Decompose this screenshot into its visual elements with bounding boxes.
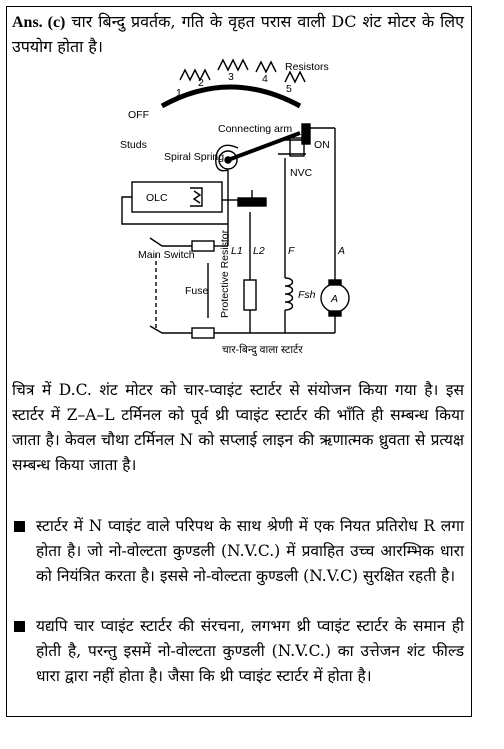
label-off: OFF: [128, 109, 149, 121]
label-protective-resistor: Protective Resistor: [219, 229, 231, 318]
label-l1: L1: [231, 245, 243, 257]
label-l2: L2: [253, 245, 265, 257]
bullet-text: यद्यपि चार प्वाइंट स्टार्टर की संरचना, ल…: [36, 617, 464, 685]
label-on: ON: [314, 139, 330, 151]
bullet-square-icon: [14, 621, 25, 632]
label-fsh: Fsh: [298, 289, 316, 301]
label-a: A: [337, 245, 345, 257]
four-point-starter-diagram: Resistors OFF Studs Connecting arm Spira…: [120, 58, 350, 357]
bullet-square-icon: [14, 521, 25, 532]
answer-line: Ans. (c) चार बिन्दु प्रवर्तक, गति के वृह…: [12, 10, 464, 59]
label-olc: OLC: [146, 192, 168, 204]
label-main-switch: Main Switch: [138, 249, 195, 261]
content-box: [6, 6, 472, 717]
label-fuse: Fuse: [185, 285, 209, 297]
step-4: 4: [262, 73, 268, 85]
answer-text: चार बिन्दु प्रवर्तक, गति के वृहत परास वा…: [12, 12, 464, 56]
body-paragraph: चित्र में D.C. शंट मोटर को चार-प्वाइंट स…: [12, 381, 465, 474]
step-1: 1: [176, 87, 182, 99]
motor-symbol: A: [330, 293, 338, 305]
answer-label: Ans. (c): [12, 14, 66, 31]
label-nvc: NVC: [290, 167, 313, 179]
bullet-text: स्टार्टर में N प्वाइंट वाले परिपथ के साथ…: [36, 517, 464, 585]
label-resistors: Resistors: [285, 61, 329, 73]
step-2: 2: [198, 77, 204, 89]
label-connecting-arm: Connecting arm: [218, 123, 292, 135]
figure-caption: चार-बिन्दु वाला स्टार्टर: [222, 343, 303, 357]
label-spiral-spring: Spiral Spring: [164, 151, 224, 163]
label-studs: Studs: [120, 139, 147, 151]
label-f: F: [288, 245, 295, 257]
step-3: 3: [228, 71, 234, 83]
step-5: 5: [286, 83, 292, 95]
